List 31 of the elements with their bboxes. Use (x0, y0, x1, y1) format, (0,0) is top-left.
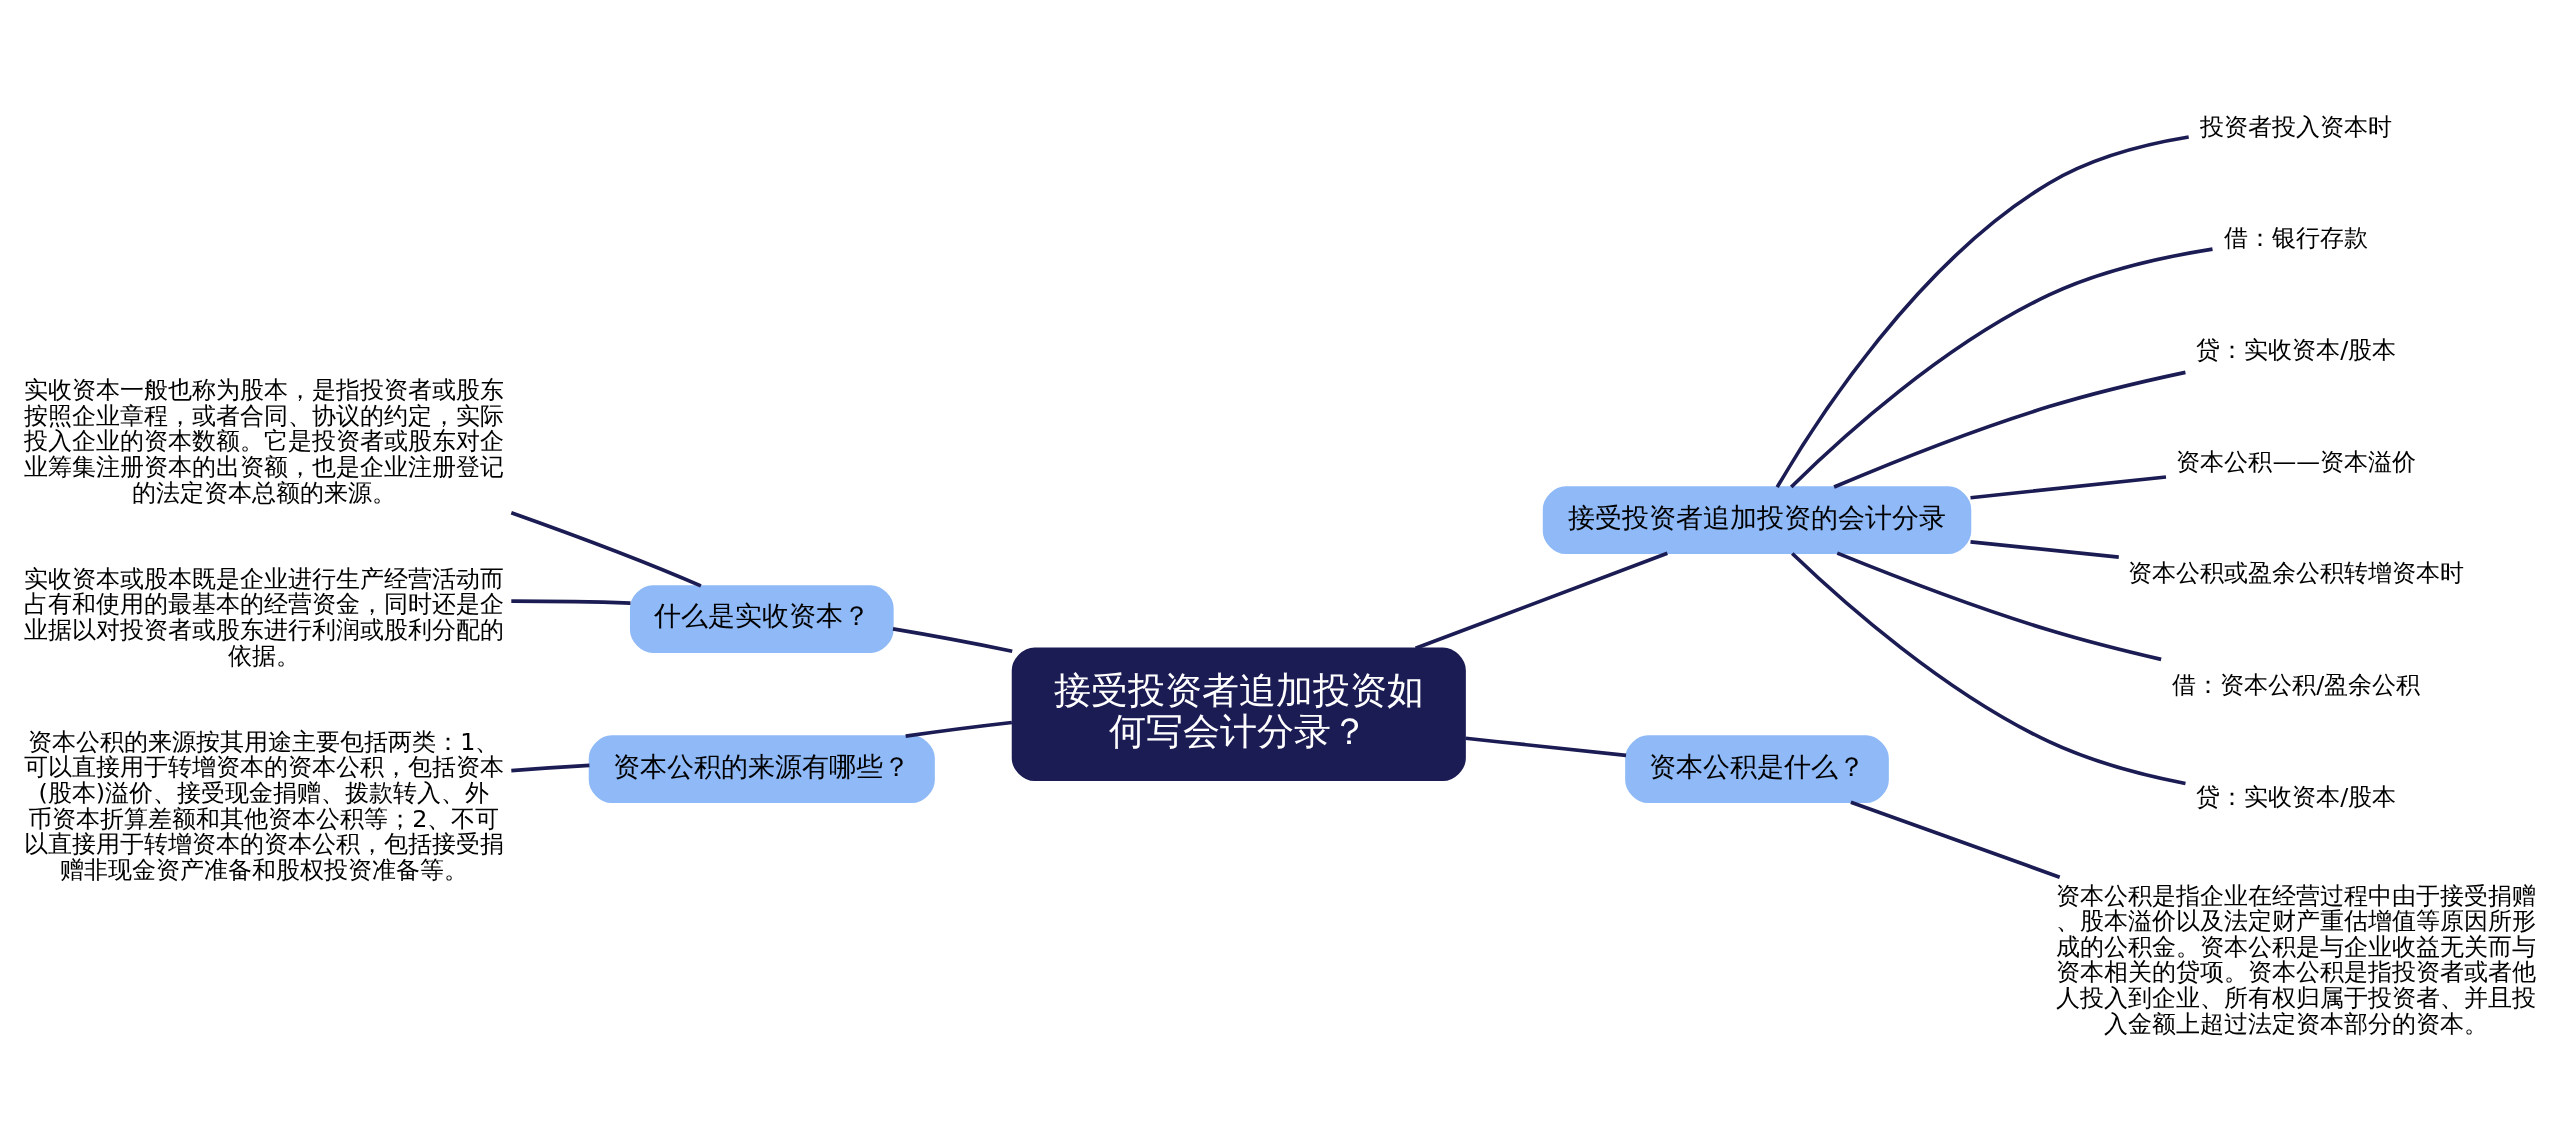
connector (1970, 539, 2119, 559)
connector (905, 720, 1013, 738)
node-text: 实收资本或股本既是企业进行生产经营活动而占有和使用的最基本的经营资金，同时还是企业据以对投资者或股东进行利润或股利分配的依据。 (23, 564, 504, 670)
node-text: 借：资本公积/盈余公积 (2172, 670, 2421, 699)
connector (511, 598, 631, 605)
node-text: 实收资本一般也称为股本，是指投资者或股东按照企业章程，或者合同、协议的约定，实际投入企业的资本数额。它是投资者或股东对企业筹集注册资本的出资额，也是企业注册登记的法定资本总额的来源。 (23, 375, 504, 507)
connector (1789, 246, 2213, 488)
node-text: 贷：实收资本/股本 (2196, 782, 2397, 811)
connector (892, 626, 1013, 653)
connector (1833, 370, 2186, 489)
connector (1970, 474, 2167, 500)
connector (1791, 551, 2186, 785)
connector (1836, 550, 2162, 661)
node-text: 资本公积是指企业在经营过程中由于接受捐赠、股本溢价以及法定财产重估增值等原因所形成的公积金。资本公积是与企业收益无关而与资本相关的贷项。资本公积是指投资者或者他人投入到企业、所有权归属于投资者、并且投入金额上超过法定资本部分的资本。 (2056, 881, 2537, 1038)
connector (1775, 134, 2189, 488)
node-box: 接受投资者追加投资如何写会计分录？ (1011, 646, 1466, 781)
node-box: 什么是实收资本？ (629, 584, 894, 653)
connector (1850, 800, 2061, 879)
connector (511, 763, 590, 772)
connector (1465, 735, 1627, 757)
node-text: 贷：实收资本/股本 (2196, 335, 2397, 364)
node-text: 资本公积——资本溢价 (2176, 447, 2417, 476)
node-box: 资本公积的来源有哪些？ (588, 734, 935, 803)
node-box: 接受投资者追加投资的会计分录 (1542, 485, 1972, 554)
node-text: 资本公积或盈余公积转增资本时 (2128, 558, 2465, 587)
node-text: 投资者投入资本时 (2200, 112, 2393, 141)
node-box: 资本公积是什么？ (1625, 734, 1889, 803)
connector (1414, 551, 1668, 650)
connector (510, 510, 702, 588)
node-text: 借：银行存款 (2224, 223, 2369, 252)
node-text: 资本公积的来源按其用途主要包括两类：1、可以直接用于转增资本的资本公积，包括资本(股本)溢价、接受现金捐赠、拨款转入、外币资本折算差额和其他资本公积等；2、不可以直接用于转增资本的资本公积，包括接受捐赠非现金资产准备和股权投资准备等。 (23, 727, 504, 884)
